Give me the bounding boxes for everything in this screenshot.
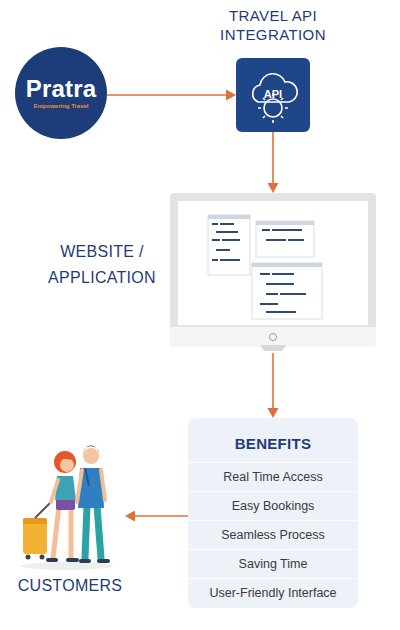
node-heading: CUSTOMERS — [10, 576, 130, 596]
customers-figure: CUSTOMERS — [15, 440, 125, 592]
node-heading: WEBSITE / APPLICATION — [36, 239, 168, 291]
flow-arrow — [268, 132, 279, 193]
benefits-box: BENEFITSReal Time AccessEasy BookingsSea… — [188, 418, 358, 608]
node-illustration — [170, 193, 376, 353]
arrow-line — [107, 94, 227, 96]
arrow-head — [268, 408, 279, 418]
flow-arrow — [268, 353, 279, 418]
arrow-head — [226, 90, 236, 101]
flow-arrow — [125, 511, 188, 522]
node-text: User-Friendly Interface — [188, 578, 358, 607]
flow-arrow — [107, 90, 236, 101]
node-text: Saving Time — [188, 549, 358, 578]
arrow-head — [268, 183, 279, 193]
node-text: Empowering Travel — [33, 102, 88, 110]
node-text: API — [236, 87, 310, 101]
api-icon-box: TRAVEL API INTEGRATIONAPI — [236, 58, 310, 132]
node-text: Seamless Process — [188, 520, 358, 549]
node-heading: BENEFITS — [188, 418, 358, 462]
arrow-line — [272, 353, 274, 409]
node-heading: TRAVEL API INTEGRATION — [194, 6, 352, 44]
node-heading: Pratra — [26, 76, 97, 102]
monitor-box: WEBSITE / APPLICATION — [170, 193, 376, 353]
node-text: Real Time Access — [188, 462, 358, 491]
logo-circle: PratraEmpowering Travel — [15, 47, 107, 139]
arrow-head — [125, 511, 135, 522]
node-illustration — [15, 440, 125, 592]
node-text: Easy Bookings — [188, 491, 358, 520]
arrow-line — [272, 132, 274, 184]
arrow-line — [134, 515, 188, 517]
